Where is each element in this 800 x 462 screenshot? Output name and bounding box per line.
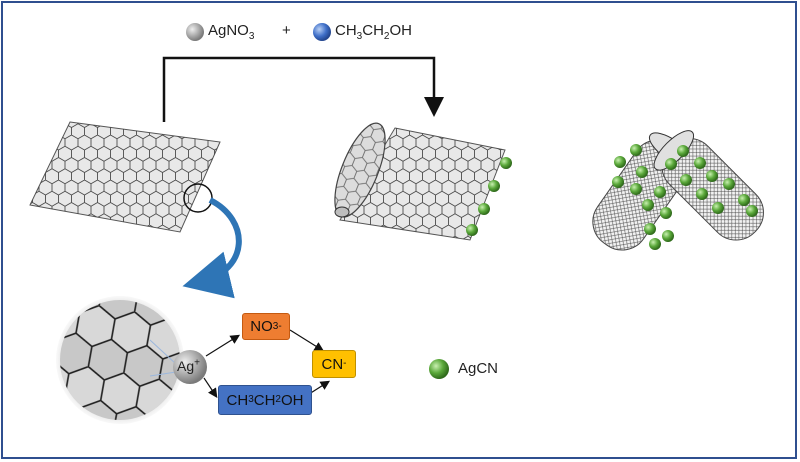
graphene-sheet-icon: [29, 121, 221, 233]
nanotube-icon: [592, 130, 764, 251]
ag-to-ethanol-arrow: [203, 377, 218, 398]
plus-sign: +: [282, 22, 291, 39]
rolled-sheet-agcn: [466, 157, 512, 236]
ag-ion-sphere-icon: [173, 350, 207, 384]
agcn-sphere-icon: [429, 359, 449, 379]
reaction-arrow: [162, 56, 444, 122]
nitrate-to-cyanide-arrow: [289, 329, 325, 352]
agno3-label: AgNO3: [208, 22, 255, 42]
agno3-sphere-icon: [186, 23, 204, 41]
ag-to-nitrate-arrow: [205, 334, 241, 357]
agcn-legend-label: AgCN: [458, 360, 499, 377]
cyanide-box: CN-: [312, 350, 356, 378]
ethanol-label: CH3CH2OH: [335, 22, 412, 42]
guide-line: [149, 371, 177, 377]
ag-ion-label: Ag+: [177, 357, 200, 374]
rolled-sheet-icon: [334, 122, 506, 241]
ethanol-sphere-icon: [313, 23, 331, 41]
guide-line: [149, 339, 177, 365]
zoomed-lattice: [56, 296, 184, 424]
curved-arrow-icon: [182, 197, 242, 299]
